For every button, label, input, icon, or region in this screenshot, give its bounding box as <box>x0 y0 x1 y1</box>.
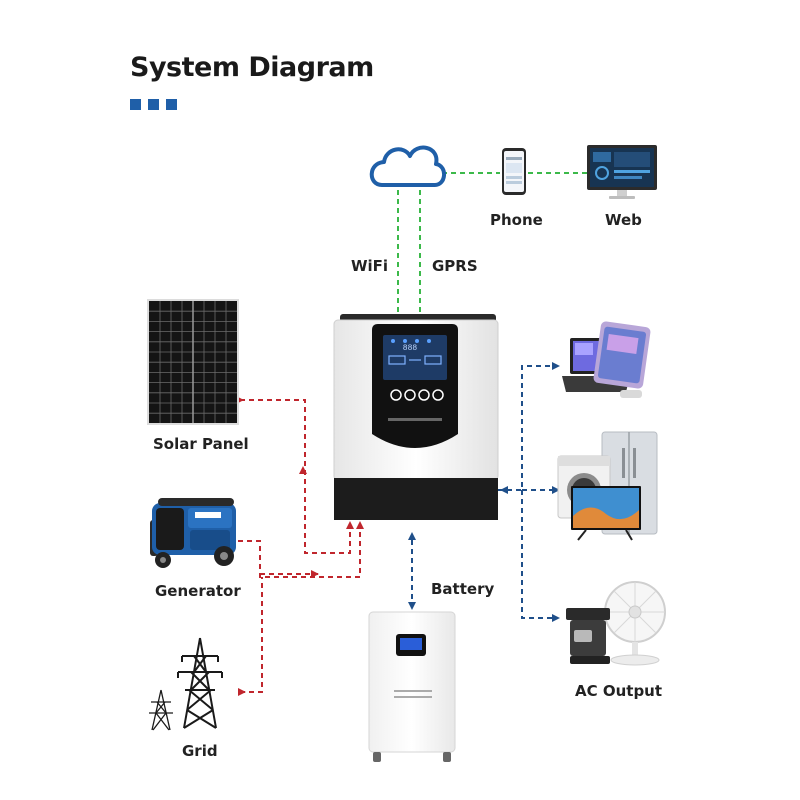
grid-line <box>240 577 263 693</box>
power-tower-icon <box>177 637 223 729</box>
solar-arrow-icon <box>299 466 307 474</box>
cloud-icon <box>369 145 446 187</box>
battery-unit <box>368 611 456 762</box>
phone-icon <box>502 148 526 195</box>
generator-label: Generator <box>155 582 241 600</box>
monitor-icon <box>587 145 657 199</box>
page-title: System Diagram <box>130 52 374 83</box>
grid-label: Grid <box>182 742 218 760</box>
svg-text:888: 888 <box>403 344 418 353</box>
comm-lines <box>397 172 588 318</box>
gprs-label: GPRS <box>432 257 478 275</box>
ac-bus-line <box>498 365 556 491</box>
battery-label: Battery <box>431 580 495 598</box>
generator-line-a <box>238 521 364 578</box>
laptop-arrow-icon <box>552 362 560 370</box>
solar-panel-icon <box>147 299 239 425</box>
web-label: Web <box>605 211 642 229</box>
phone-label: Phone <box>490 211 543 229</box>
wifi-label: WiFi <box>351 257 389 275</box>
title-accent-square <box>166 99 177 110</box>
tv-icon <box>571 486 641 541</box>
ac-output-arrow-icon <box>552 614 560 622</box>
generator-icon <box>150 498 236 568</box>
title-accent-square <box>148 99 159 110</box>
battery-arrow-icon <box>408 532 416 540</box>
solar-panel-label: Solar Panel <box>153 435 249 453</box>
ac-bus-line-low <box>521 490 556 619</box>
power-tower-icon <box>149 689 173 731</box>
inverter-unit: 888 <box>333 314 499 520</box>
battery-arrow-icon <box>408 602 416 610</box>
output-lines <box>411 365 556 619</box>
fan-icon <box>604 581 666 666</box>
title-accent-square <box>130 99 141 110</box>
coffee-maker-icon <box>566 608 610 664</box>
grid-arrow-icon <box>238 688 246 696</box>
appliance-arrow-icon <box>552 486 560 494</box>
solar-line <box>240 399 354 554</box>
laptop-icon <box>562 321 651 398</box>
input-lines <box>238 399 364 693</box>
ac-output-label: AC Output <box>575 682 663 700</box>
inverter-arrow-icon <box>500 486 508 494</box>
